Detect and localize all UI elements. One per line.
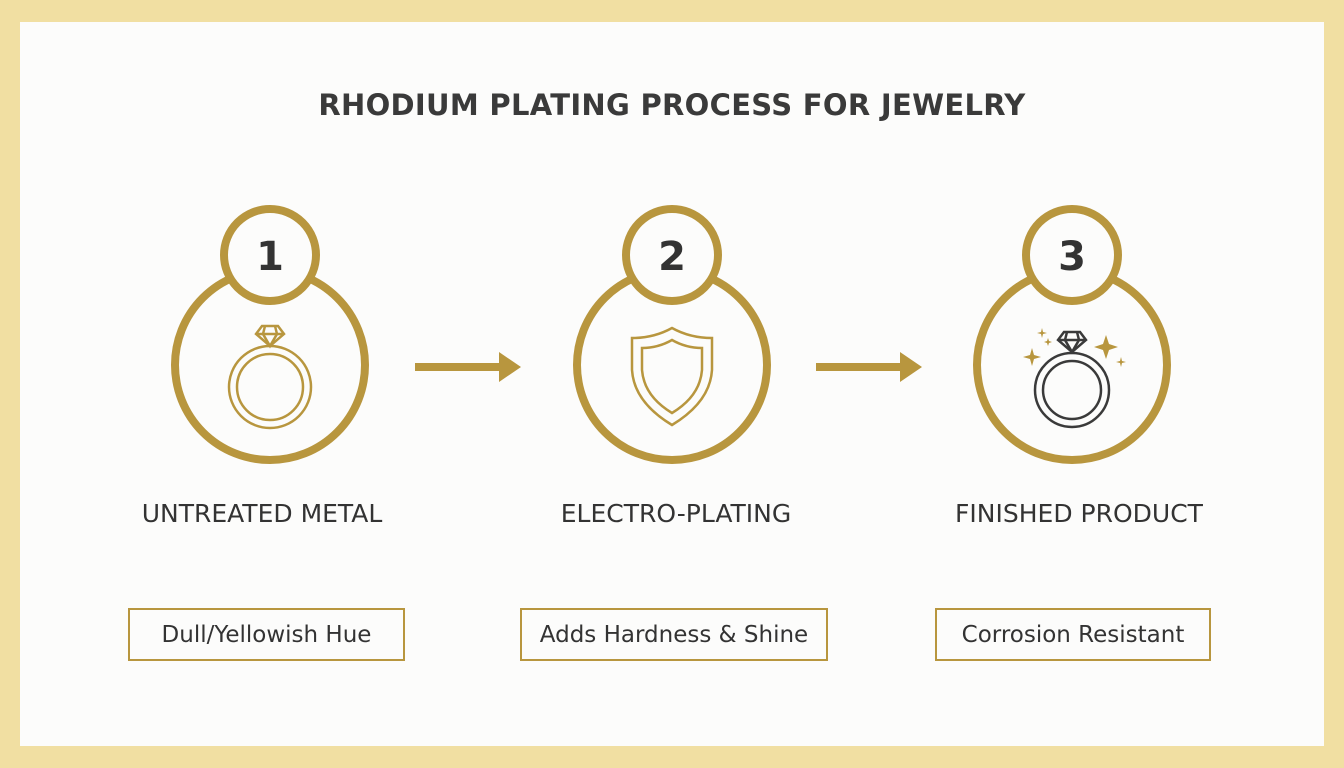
sparkle-icons	[1023, 328, 1126, 367]
arrow-step-1-to-2	[415, 350, 525, 388]
step-3-note: Corrosion Resistant	[935, 608, 1211, 661]
step-1-number: 1	[256, 234, 284, 280]
arrow-right-icon	[415, 352, 521, 382]
step-3-number-badge	[1022, 205, 1122, 305]
step-3-number: 3	[1058, 234, 1086, 280]
step-3-graphic: 3	[952, 200, 1192, 480]
shield-icon	[630, 326, 714, 427]
arrow-step-2-to-3	[816, 350, 926, 388]
gold-ring-icon	[227, 324, 313, 430]
arrow-right-icon	[816, 352, 922, 382]
step-2-label: ELECTRO-PLATING	[560, 499, 792, 528]
step-1-note: Dull/Yellowish Hue	[128, 608, 405, 661]
step-2-number-badge	[622, 205, 722, 305]
step-1-number-badge	[220, 205, 320, 305]
step-1-label: UNTREATED METAL	[141, 499, 383, 528]
step-1-graphic: 1	[150, 200, 390, 480]
step-2-graphic: 2	[552, 200, 792, 480]
step-3-label: FINISHED PRODUCT	[955, 499, 1203, 528]
diagram-title: RHODIUM PLATING PROCESS FOR JEWELRY	[318, 88, 1026, 122]
step-2-number: 2	[658, 234, 686, 280]
sparkling-ring-icon	[1033, 330, 1111, 429]
step-2-note: Adds Hardness & Shine	[520, 608, 828, 661]
